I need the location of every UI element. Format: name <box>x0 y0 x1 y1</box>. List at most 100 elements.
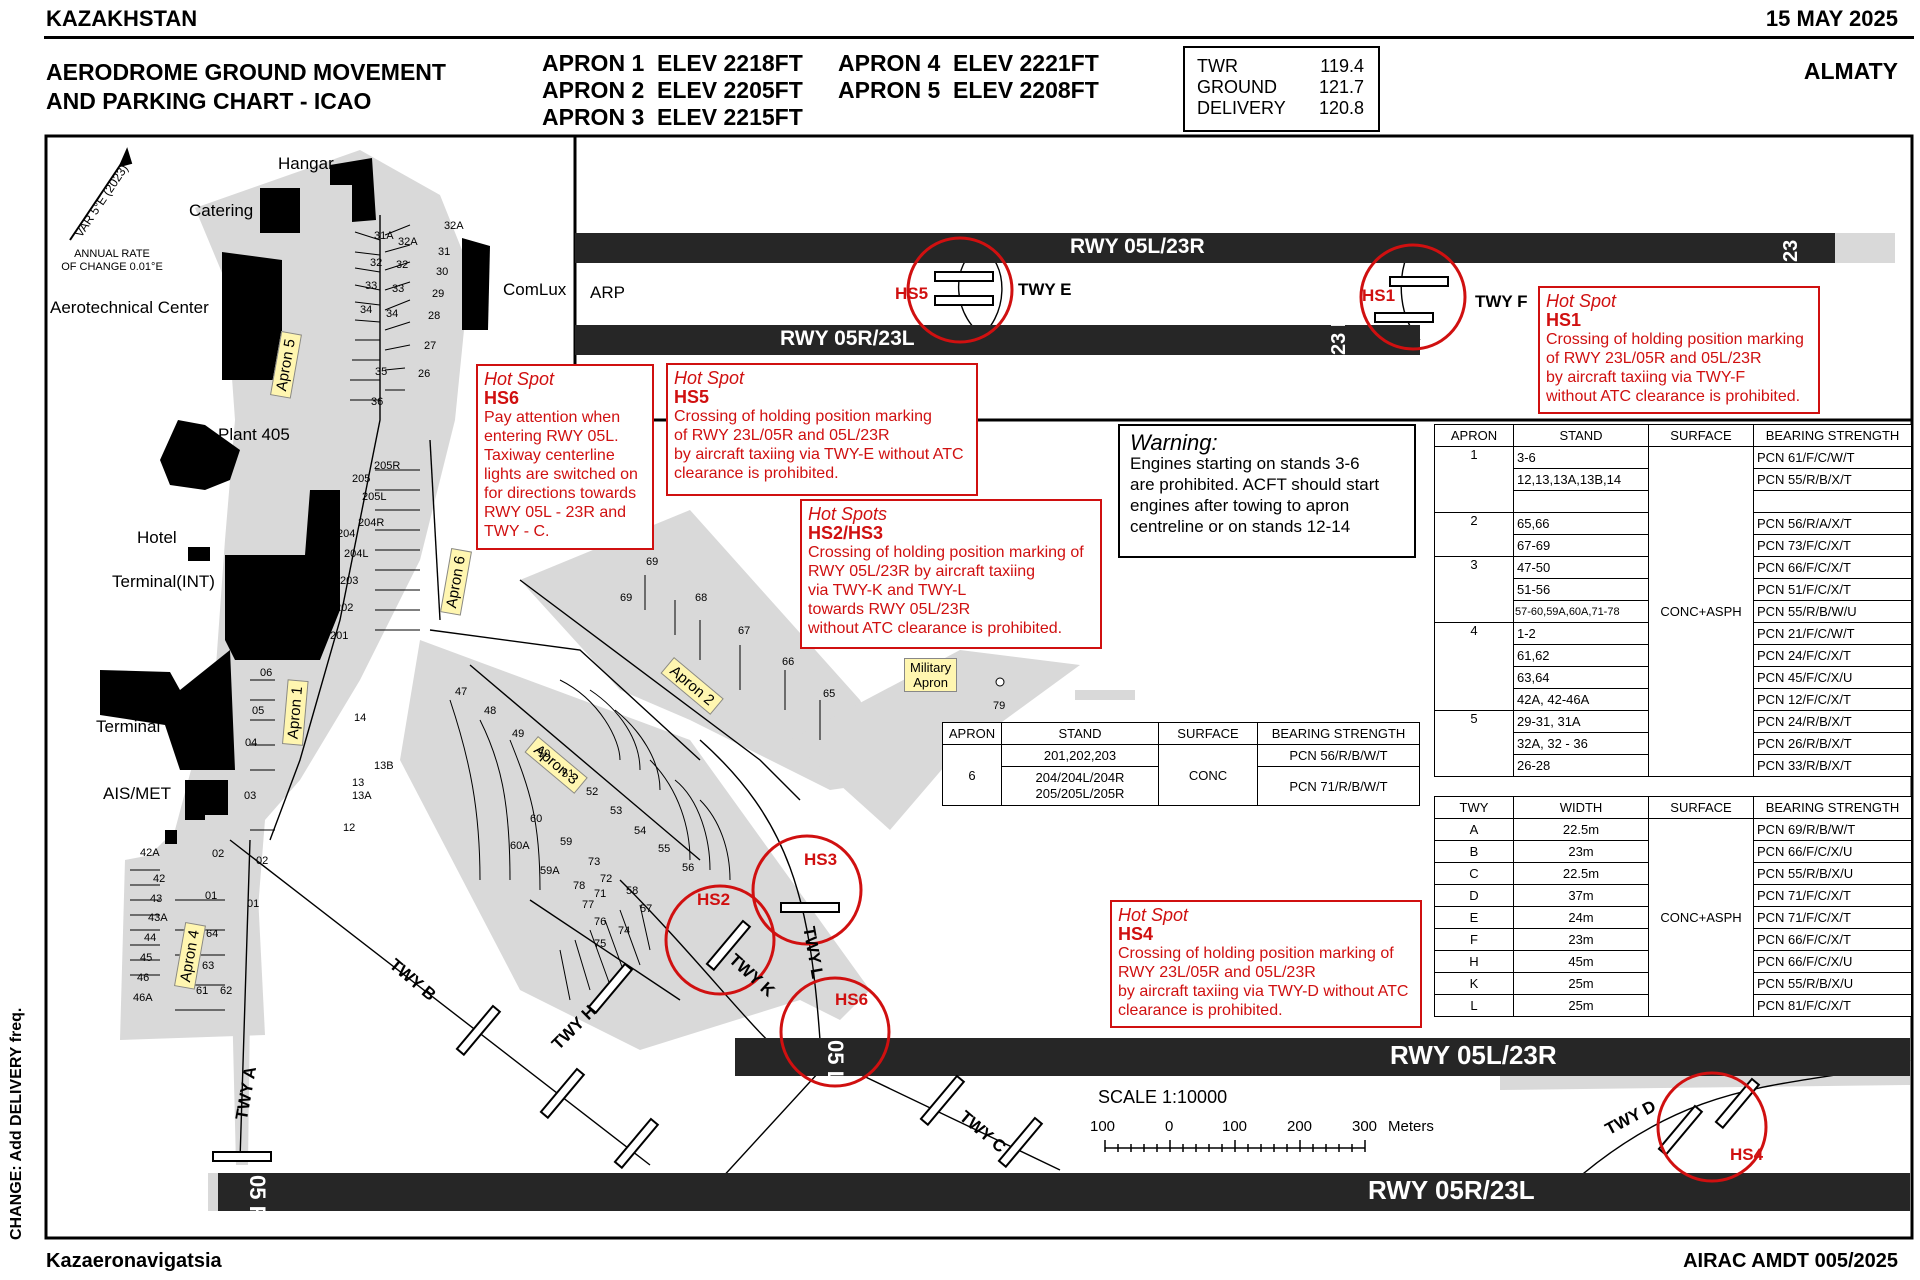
hotspot-hs4-note: Hot Spot HS4 Crossing of holding positio… <box>1110 900 1422 1028</box>
twy-a-line <box>239 839 251 1161</box>
stand-label: 44 <box>144 932 157 944</box>
stand-label: 30 <box>436 266 449 278</box>
stand-label: 66 <box>782 656 795 668</box>
stand-label: 32 <box>370 257 383 269</box>
hold-a <box>212 1151 272 1162</box>
scale-bar <box>1104 1140 1366 1152</box>
stand-label: 36 <box>371 396 384 408</box>
twy-f-label: TWY F <box>1475 292 1528 311</box>
stand-label: 26 <box>418 368 431 380</box>
hs4-marker: HS4 <box>1730 1145 1764 1164</box>
scale-tick-label: 100 <box>1090 1118 1116 1135</box>
rwy-end-23r: 23 R <box>1780 219 1802 262</box>
plant-405-label: Plant 405 <box>218 425 290 444</box>
stand-label: 32 <box>396 259 409 271</box>
hs4-circle <box>1656 1071 1768 1183</box>
airac-amendment: AIRAC AMDT 005/2025 <box>1683 1250 1898 1272</box>
stand-label: 77 <box>582 899 595 911</box>
apron-3-axis <box>469 664 701 861</box>
header-rule <box>44 36 1914 39</box>
stand-label: 05 <box>252 705 265 717</box>
comlux-building <box>462 238 490 330</box>
stand-label: 42A <box>140 847 160 859</box>
hotspot-hs1-note: Hot Spot HS1 Crossing of holding positio… <box>1538 286 1820 414</box>
stand-label: 32A <box>444 220 464 232</box>
apron-1-link <box>429 629 701 761</box>
terminal-int-building <box>225 490 340 660</box>
twy-c-line <box>829 1059 1061 1171</box>
hotel-label: Hotel <box>137 528 177 547</box>
rwy-05r-23l <box>215 1173 1910 1211</box>
publisher: Kazaeronavigatsia <box>46 1250 222 1272</box>
stand-label: 13 <box>352 777 365 789</box>
hold-e-1 <box>934 271 994 282</box>
stand-label: 54 <box>634 825 647 837</box>
stand-label: 52 <box>586 786 599 798</box>
scale-tick-label: 100 <box>1222 1118 1248 1135</box>
stand-label: 65 <box>823 688 836 700</box>
stand-label: 203 <box>340 575 359 587</box>
stand-label: 57 <box>640 903 653 915</box>
stand-label: 29 <box>432 288 445 300</box>
stand-label: 62 <box>220 985 233 997</box>
rwy-end-05r: 05 R <box>245 1175 270 1222</box>
hotel-building <box>188 547 210 561</box>
military-apron-label: Military Apron <box>904 658 958 692</box>
stand-label: 48 <box>484 705 497 717</box>
terminal-building <box>100 650 235 770</box>
hs1-marker: HS1 <box>1362 286 1396 305</box>
rwy-05l-23r-label: RWY 05L/23R <box>1390 1040 1557 1070</box>
stand-label: 79 <box>993 700 1006 712</box>
stand-label: 72 <box>600 873 613 885</box>
stand-label: 69 <box>646 556 659 568</box>
rwy-north-05r-23l <box>575 325 1420 355</box>
twy-h-line <box>529 899 681 1001</box>
stand-label: 68 <box>695 592 708 604</box>
comlux-label: ComLux <box>503 280 567 299</box>
stand-label: 59 <box>560 836 573 848</box>
city-label: ALMATY <box>1803 58 1898 84</box>
rwy-05l-23r <box>735 1038 1910 1076</box>
stand-label: 205 <box>352 473 371 485</box>
stand-label: 31A <box>374 230 394 242</box>
scale-tick-label: 0 <box>1165 1118 1174 1135</box>
stand-label: 204L <box>344 548 369 560</box>
terminal-int-label: Terminal(INT) <box>112 572 215 591</box>
ais-met-label: AIS/MET <box>103 784 172 803</box>
stand-label: 64 <box>206 928 219 940</box>
stand-label: 06 <box>260 667 273 679</box>
stand-label: 33 <box>365 280 378 292</box>
aerotech-label: Aerotechnical Center <box>50 298 209 317</box>
stand-label: 205R <box>374 460 401 472</box>
stand-label: 76 <box>594 916 607 928</box>
rwy-north-05l-23r <box>575 233 1835 263</box>
stand-label: 33 <box>392 283 405 295</box>
stand-label: 69 <box>620 592 633 604</box>
stand-label: 46 <box>137 972 150 984</box>
hangar-building <box>330 158 376 222</box>
stand-label: 02 <box>256 855 269 867</box>
hotspot-circles <box>664 236 1768 1183</box>
rwy-end-23l: 23 L <box>1328 314 1350 355</box>
stand-label: 50 <box>538 748 551 760</box>
stand-label: 49 <box>512 728 525 740</box>
hs5-marker: HS5 <box>895 284 929 303</box>
hold-e-2 <box>934 295 994 306</box>
stand-label: 56 <box>682 862 695 874</box>
catering-label: Catering <box>189 201 254 220</box>
rwy-north-top-label: RWY 05L/23R <box>1070 235 1205 258</box>
stand-label: 60 <box>530 813 543 825</box>
arp-label: ARP <box>590 283 625 302</box>
stand-label: 55 <box>658 843 671 855</box>
stand-label: 71 <box>594 888 607 900</box>
apron-elevations-right: APRON 4 ELEV 2221FT APRON 5 ELEV 2208FT <box>838 50 1099 103</box>
stand-label: 204 <box>337 528 356 540</box>
hs5-circle <box>906 236 1014 344</box>
rwy-05r-23l-label: RWY 05R/23L <box>1368 1175 1535 1205</box>
stand-label: 47 <box>455 686 468 698</box>
stand-label: 53 <box>610 805 623 817</box>
stand-label: 01 <box>247 898 260 910</box>
stand-79-dot <box>995 677 1005 687</box>
